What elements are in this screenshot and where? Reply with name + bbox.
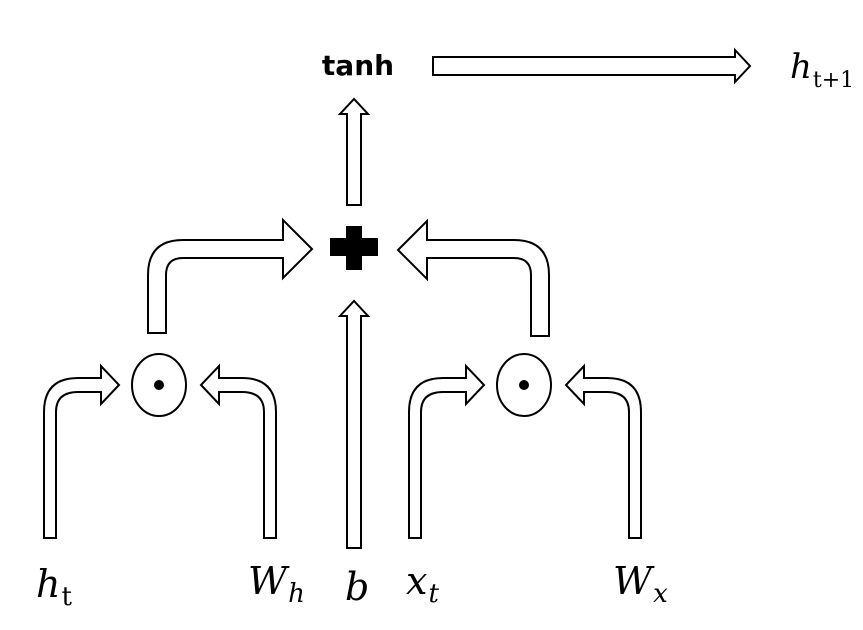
right-product-to-sum-arrow — [396, 218, 550, 337]
right-hadamard-operator — [496, 353, 552, 417]
left-hadamard-operator — [131, 353, 187, 417]
left-product-to-sum-arrow — [147, 217, 314, 334]
input-weight-arrow — [564, 363, 642, 539]
input-label: xt — [406, 559, 439, 609]
output-arrow — [432, 47, 752, 85]
hidden-weight-label: Wh — [248, 559, 305, 609]
sum-operator — [330, 226, 378, 270]
hidden-weight-arrow — [199, 363, 277, 539]
input-arrow — [408, 363, 486, 539]
sum-to-tanh-arrow — [337, 97, 371, 206]
tanh-label: tanh — [322, 49, 394, 82]
output-label: ht+1 — [790, 47, 854, 93]
bias-label: b — [345, 565, 369, 609]
hidden-state-arrow — [43, 363, 121, 539]
input-weight-label: Wx — [613, 559, 668, 609]
bias-arrow — [337, 299, 371, 549]
hidden-state-label: ht — [36, 562, 72, 612]
